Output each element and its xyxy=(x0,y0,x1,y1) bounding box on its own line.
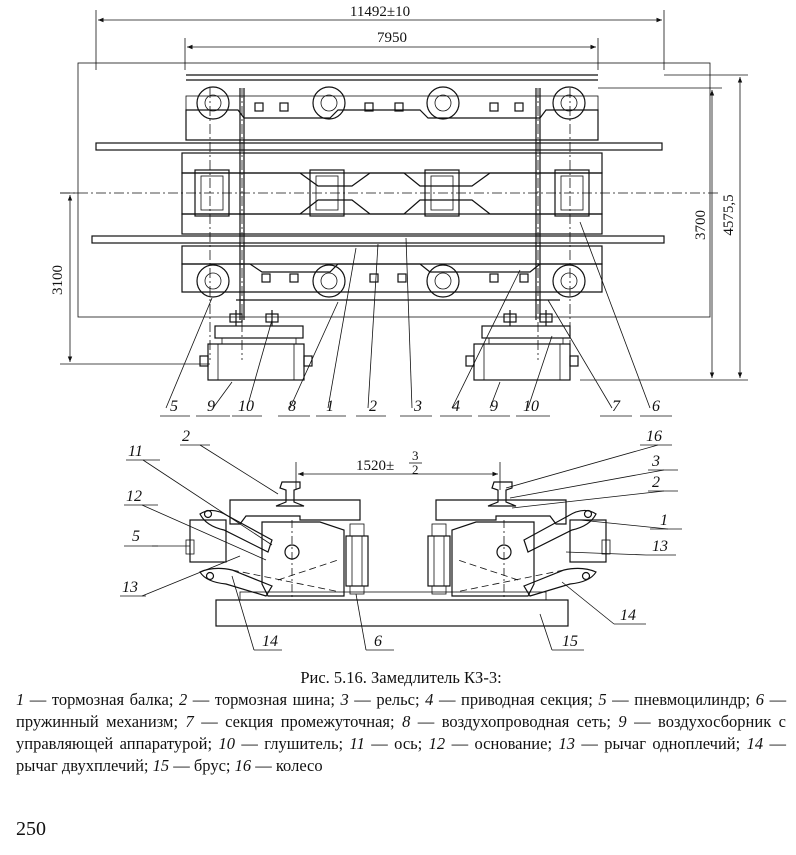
caption-legend: 1 — тормозная балка; 2 — тормозная шина;… xyxy=(16,690,786,775)
caption-item-number: 13 xyxy=(558,734,575,753)
plan-label: 9 xyxy=(490,398,498,415)
plan-label: 5 xyxy=(170,398,178,415)
section-label: 2 xyxy=(652,474,660,491)
caption-item: 2 — тормозная шина; xyxy=(178,690,341,709)
caption-item-text: рычаг одноплечий xyxy=(604,734,736,753)
section-labels: 2 11 12 5 13 14 6 16 3 2 1 13 14 15 xyxy=(122,428,668,650)
caption-item-number: 1 xyxy=(16,690,25,709)
plan-label: 6 xyxy=(652,398,660,415)
caption-item-number: 10 xyxy=(218,734,235,753)
caption-item: 11 — ось; xyxy=(349,734,429,753)
section-label: 6 xyxy=(374,633,382,650)
caption-item: 13 — рычаг одноплечий; xyxy=(558,734,747,753)
section-label: 2 xyxy=(182,428,190,445)
section-label: 3 xyxy=(651,453,660,470)
caption-item: 9 — воздухосборник с управляющей аппарат… xyxy=(16,712,786,753)
caption-item: 12 — основание; xyxy=(428,734,559,753)
figure-caption: Рис. 5.16. Замедлитель КЗ-3: 1 — тормозн… xyxy=(16,667,786,777)
dim-gauge: 1520± xyxy=(356,458,394,474)
section-label: 5 xyxy=(132,528,140,545)
cross-section xyxy=(120,444,682,651)
caption-item-number: 15 xyxy=(152,756,170,775)
caption-item-number: 12 xyxy=(428,734,446,753)
caption-item-text: воздухопроводная сеть xyxy=(441,712,607,731)
caption-item-number: 3 xyxy=(340,690,349,709)
caption-item-number: 11 xyxy=(349,734,365,753)
caption-item-text: пневмоцилиндр xyxy=(634,690,746,709)
caption-item-text: брус xyxy=(193,756,226,775)
caption-item: 14 — рычаг двухплечий; xyxy=(16,734,787,775)
caption-item-number: 5 xyxy=(598,690,607,709)
caption-item: 7 — секция промежуточная; xyxy=(185,712,403,731)
dim-height-right-outer: 4575,5 xyxy=(721,194,737,235)
caption-item: 15 — брус; xyxy=(152,756,235,775)
caption-item: 8 — воздухопроводная сеть; xyxy=(402,712,619,731)
technical-drawing: 11492±10 7950 3100 3700 4575,5 5 9 10 8 … xyxy=(50,4,748,651)
dim-inner-length: 7950 xyxy=(377,30,407,46)
section-label: 15 xyxy=(562,633,578,650)
caption-item-text: приводная секция xyxy=(461,690,589,709)
caption-item: 6 — пружинный механизм; xyxy=(16,690,787,731)
caption-item-text: воздухосборник с управляющей аппаратурой xyxy=(16,712,786,753)
caption-item-text: тормозная балка xyxy=(51,690,169,709)
caption-item-text: ось xyxy=(394,734,418,753)
caption-item-text: глушитель xyxy=(264,734,339,753)
section-label: 13 xyxy=(122,579,138,596)
caption-item-text: рычаг двухплечий xyxy=(16,756,144,775)
caption-item-number: 9 xyxy=(618,712,627,731)
caption-item-text: тормозная шина xyxy=(214,690,331,709)
section-label: 14 xyxy=(262,633,278,650)
caption-item-text: колесо xyxy=(275,756,323,775)
caption-item: 16 — колесо xyxy=(234,756,323,775)
plan-label: 2 xyxy=(369,398,377,415)
caption-item-text: пружинный механизм xyxy=(16,712,174,731)
plan-label: 8 xyxy=(288,398,296,415)
dim-gauge-tol-bottom: 2 xyxy=(412,462,419,477)
caption-item: 5 — пневмоцилиндр; xyxy=(598,690,756,709)
caption-item: 4 — приводная секция; xyxy=(425,690,599,709)
dim-height-right-inner: 3700 xyxy=(693,210,709,240)
caption-item-number: 16 xyxy=(234,756,252,775)
caption-item-number: 4 xyxy=(425,690,434,709)
plan-label: 10 xyxy=(238,398,254,415)
caption-item-number: 2 xyxy=(178,690,188,709)
plan-label: 10 xyxy=(523,398,539,415)
page-number: 250 xyxy=(16,818,46,840)
section-label: 14 xyxy=(620,607,636,624)
plan-label: 3 xyxy=(413,398,422,415)
plan-label: 1 xyxy=(326,398,334,415)
section-label: 12 xyxy=(126,488,142,505)
caption-item: 10 — глушитель; xyxy=(218,734,350,753)
dim-overall-length: 11492±10 xyxy=(350,4,410,20)
caption-item-text: рельс xyxy=(376,690,415,709)
caption-item-text: секция промежуточная xyxy=(225,712,391,731)
caption-item-text: основание xyxy=(474,734,548,753)
section-label: 1 xyxy=(660,512,668,529)
section-label: 13 xyxy=(652,538,668,555)
plan-label: 7 xyxy=(612,398,621,415)
caption-item-number: 8 xyxy=(402,712,411,731)
plan-view xyxy=(60,10,748,417)
dim-height-left: 3100 xyxy=(50,265,66,295)
plan-label: 9 xyxy=(207,398,215,415)
caption-item: 1 — тормозная балка; xyxy=(16,690,179,709)
caption-title: Рис. 5.16. Замедлитель КЗ-3: xyxy=(300,668,502,687)
caption-item-number: 7 xyxy=(185,712,194,731)
plan-label: 4 xyxy=(452,398,460,415)
dim-gauge-tol-top: 3 xyxy=(412,448,419,463)
section-label: 16 xyxy=(646,428,662,445)
caption-item-number: 6 xyxy=(755,690,765,709)
caption-item-number: 14 xyxy=(746,734,764,753)
caption-item: 3 — рельс; xyxy=(340,690,426,709)
section-label: 11 xyxy=(128,443,143,460)
plan-labels: 5 9 10 8 1 2 3 4 9 10 7 6 xyxy=(170,398,660,415)
